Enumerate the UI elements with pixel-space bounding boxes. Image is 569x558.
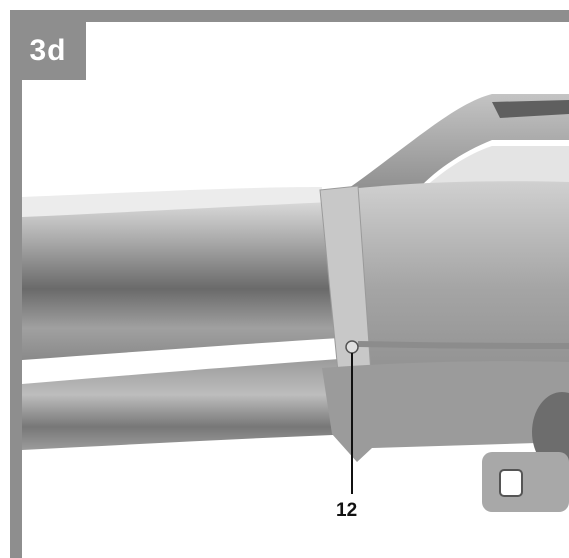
figure-frame-top	[10, 10, 569, 22]
upper-tube	[22, 202, 340, 360]
switch-housing	[482, 452, 569, 512]
collar-groove	[357, 341, 569, 349]
leaf-blower-illustration	[22, 94, 569, 512]
main-housing	[322, 181, 569, 394]
callout-label-12: 12	[336, 500, 358, 521]
lower-tube	[22, 358, 358, 450]
screw-12	[345, 340, 359, 354]
lower-housing	[322, 361, 569, 462]
figure-frame-left	[10, 10, 22, 558]
switch	[499, 469, 523, 497]
handle-dark-slot	[492, 100, 569, 118]
figure-badge: 3d	[10, 22, 86, 80]
handle	[332, 94, 569, 200]
knob	[532, 392, 569, 472]
